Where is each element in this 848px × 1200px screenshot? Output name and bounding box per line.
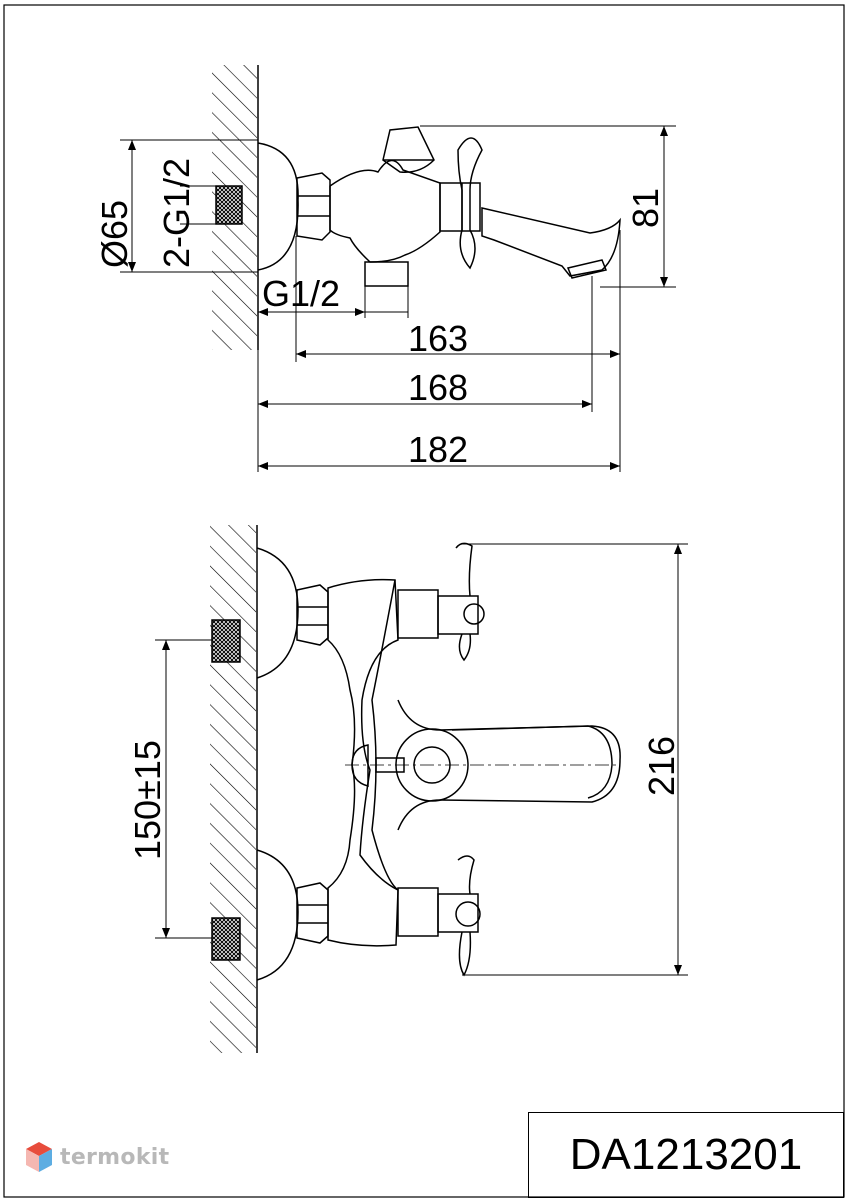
dim-diameter: Ø65 — [94, 200, 135, 268]
termokit-logo: termokit — [24, 1137, 169, 1177]
product-code: DA1213201 — [569, 1130, 803, 1179]
dim-width-216: 216 — [641, 736, 682, 796]
title-block: DA1213201 — [528, 1112, 844, 1198]
diverter-pin — [375, 757, 405, 773]
handle-stem-upper — [397, 589, 439, 639]
shower-outlet-side — [364, 261, 409, 287]
escutcheon-upper — [256, 547, 299, 679]
dim-thread-inlets: 2-G1/2 — [156, 158, 197, 268]
escutcheon-lower — [256, 849, 299, 981]
escutcheon-side — [257, 142, 299, 271]
handle-stem-side — [439, 182, 481, 232]
dim-182: 182 — [408, 429, 468, 470]
handle-lever-upper — [455, 542, 473, 662]
dim-163: 163 — [408, 318, 468, 359]
dim-centers: 150±15 — [127, 740, 168, 860]
inlet-thread-upper — [211, 619, 241, 663]
inlet-thread-side — [215, 185, 243, 225]
side-view — [212, 65, 621, 350]
dim-outlet-thread: G1/2 — [262, 273, 340, 314]
wall-hatch-front — [210, 525, 256, 1053]
dim-168: 168 — [408, 367, 468, 408]
inlet-thread-lower — [211, 917, 241, 961]
mixer-body-front — [327, 578, 399, 947]
handle-lever-side — [457, 137, 483, 270]
hex-nut-upper — [296, 584, 329, 646]
cube-icon — [26, 1142, 52, 1172]
mixer-body-side — [329, 159, 441, 263]
front-dimensions — [155, 543, 688, 976]
handle-lever-lower — [457, 855, 475, 977]
hex-nut-side — [296, 172, 331, 241]
dim-height-81: 81 — [625, 188, 666, 228]
side-dimensions — [120, 125, 676, 472]
hex-nut-lower — [296, 882, 329, 944]
logo-text: termokit — [60, 1144, 170, 1170]
front-view — [210, 525, 621, 1053]
handle-stem-lower — [397, 887, 439, 937]
drawing-frame — [3, 4, 845, 1198]
spout-side — [481, 207, 621, 277]
spout-front — [397, 699, 621, 831]
